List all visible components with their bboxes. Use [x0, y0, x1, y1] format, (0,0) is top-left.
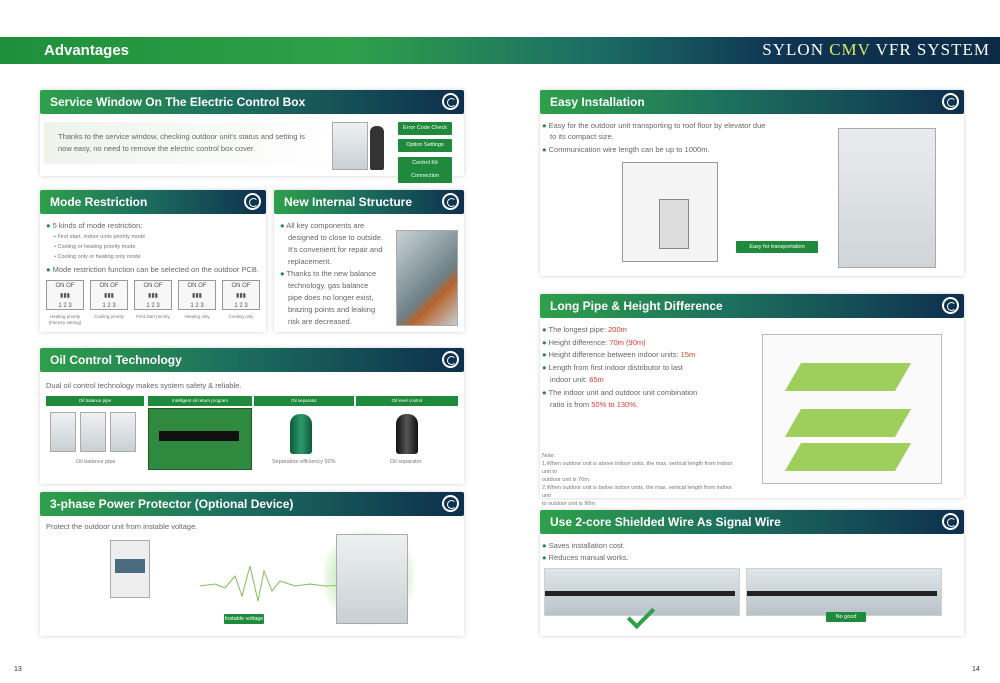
oil-separator-photo [290, 414, 312, 454]
oil-control-card: Oil Control Technology Dual oil control … [40, 348, 464, 484]
transport-tag: Easy for transportation [736, 241, 818, 253]
pipe-notes: Note: 1.When outdoor unit is above indoo… [542, 453, 733, 507]
dip-label: Heating priority (Factory setting) [48, 314, 82, 325]
section-header: Easy Installation [540, 90, 964, 114]
mode-sub-1: • First start, indoor units priority mod… [54, 234, 146, 240]
good-wire-photo [544, 568, 740, 616]
mode-sub-2: • Cooling or heating priority mode [54, 244, 136, 250]
section-title: Service Window On The Electric Control B… [50, 95, 306, 109]
internal-structure-photo [396, 230, 458, 326]
dip-switch: ON OF▮▮▮1 2 3 [178, 280, 216, 310]
swirl-icon [442, 351, 459, 368]
section-title: Easy Installation [550, 95, 645, 109]
oil-col-header: Oil level control [356, 396, 458, 406]
dip-label: First start priority [136, 314, 170, 319]
section-header: Long Pipe & Height Difference [540, 294, 964, 318]
service-text: Thanks to the service window, checking o… [58, 132, 305, 153]
dip-label: Cooling only [228, 314, 254, 319]
section-header: 3-phase Power Protector (Optional Device… [40, 492, 464, 516]
outdoor-unit-photo [110, 412, 136, 452]
oil-col-header: Intelligent oil return program [148, 396, 252, 406]
section-title: 3-phase Power Protector (Optional Device… [50, 497, 294, 511]
no-good-tag: No good [826, 612, 866, 622]
swirl-icon [442, 495, 459, 512]
easy-bullet-2: ● Communication wire length can be up to… [542, 145, 710, 154]
dip-switch: ON OF▮▮▮1 2 3 [134, 280, 172, 310]
dip-switch: ON OF▮▮▮1 2 3 [90, 280, 128, 310]
compressor-photo [396, 414, 418, 454]
swirl-icon [942, 297, 959, 314]
option-settings-label: Option Settings [398, 139, 452, 152]
wire-bullet-1: ● Saves installation cost. [542, 541, 625, 550]
dip-switch: ON OF▮▮▮1 2 3 [222, 280, 260, 310]
wire-bullet-2: ● Reduces manual works. [542, 553, 629, 562]
swirl-icon [244, 193, 261, 210]
top-banner: Advantages SYLON CMV VFR SYSTEM [0, 37, 1000, 64]
elevator-illustration [622, 162, 718, 262]
dip-label: Cooling priority [93, 314, 124, 319]
technician-photo [370, 126, 384, 170]
internal-text: ● All key components are designed to clo… [280, 221, 384, 326]
mode-restriction-card: Mode Restriction ● 5 kinds of mode restr… [40, 190, 266, 332]
long-pipe-card: Long Pipe & Height Difference ● The long… [540, 294, 964, 507]
control-kit-label: Control Kit Connection [398, 157, 452, 183]
oil-col-header: Oil balance pipe [46, 396, 144, 406]
shielded-wire-card: Use 2-core Shielded Wire As Signal Wire … [540, 510, 964, 636]
error-code-label: Error Code Check [398, 122, 452, 135]
pipe-diagram [762, 334, 942, 484]
oil-caption: Oil separator [390, 459, 422, 465]
section-title: Long Pipe & Height Difference [550, 299, 723, 313]
outdoor-unit-photo [332, 122, 368, 170]
mode-sub-3: • Cooling only or heating only mode [54, 254, 141, 260]
oil-col-header: Oil separator [254, 396, 354, 406]
protector-device-photo [110, 540, 150, 598]
easy-bullet-1b: to its compact size. [550, 132, 614, 141]
section-header: Oil Control Technology [40, 348, 464, 372]
dip-switch: ON OF▮▮▮1 2 3 [46, 280, 84, 310]
dip-label: Heating only [184, 314, 210, 319]
info-box [44, 122, 330, 164]
section-header: Service Window On The Electric Control B… [40, 90, 464, 114]
service-window-card: Service Window On The Electric Control B… [40, 90, 464, 183]
easy-bullet-1: ● Easy for the outdoor unit transporting… [542, 121, 766, 130]
swirl-icon [942, 513, 959, 530]
section-header: Use 2-core Shielded Wire As Signal Wire [540, 510, 964, 534]
mode-bullet-2: ● Mode restriction function can be selec… [46, 265, 259, 274]
section-header: New Internal Structure [274, 190, 464, 214]
bad-wire-photo [746, 568, 942, 616]
page-number-left: 13 [14, 666, 22, 673]
page-title: Advantages [44, 42, 130, 59]
mode-bullet-1: ● 5 kinds of mode restriction: [46, 221, 143, 230]
power-text: Protect the outdoor unit from instable v… [46, 522, 198, 531]
oil-caption: Oil balance pipe [76, 459, 116, 465]
section-title: Use 2-core Shielded Wire As Signal Wire [550, 515, 781, 529]
easy-installation-card: Easy Installation ● Easy for the outdoor… [540, 90, 964, 276]
page-number-right: 14 [972, 666, 980, 673]
section-header: Mode Restriction [40, 190, 266, 214]
section-title: New Internal Structure [284, 195, 413, 209]
brand-logo: SYLON CMV VFR SYSTEM [762, 40, 990, 59]
outdoor-unit-photo [336, 534, 408, 624]
internal-structure-card: New Internal Structure ● All key compone… [274, 190, 464, 332]
oil-text: Dual oil control technology makes system… [46, 381, 242, 390]
voltage-wave [200, 565, 350, 602]
pipe-specs: ● The longest pipe: 200m ● Height differ… [542, 325, 698, 409]
section-title: Oil Control Technology [50, 353, 182, 367]
section-title: Mode Restriction [50, 195, 148, 209]
outdoor-unit-photo [50, 412, 76, 452]
outdoor-unit-photo [80, 412, 106, 452]
swirl-icon [442, 193, 459, 210]
power-protector-card: 3-phase Power Protector (Optional Device… [40, 492, 464, 636]
instable-voltage-tag: Instable voltage [224, 614, 264, 624]
oil-caption: Separation efficiency 92% [272, 459, 336, 465]
swirl-icon [442, 93, 459, 110]
building-illustration [838, 128, 936, 268]
pcb-photo [148, 408, 252, 470]
swirl-icon [942, 93, 959, 110]
